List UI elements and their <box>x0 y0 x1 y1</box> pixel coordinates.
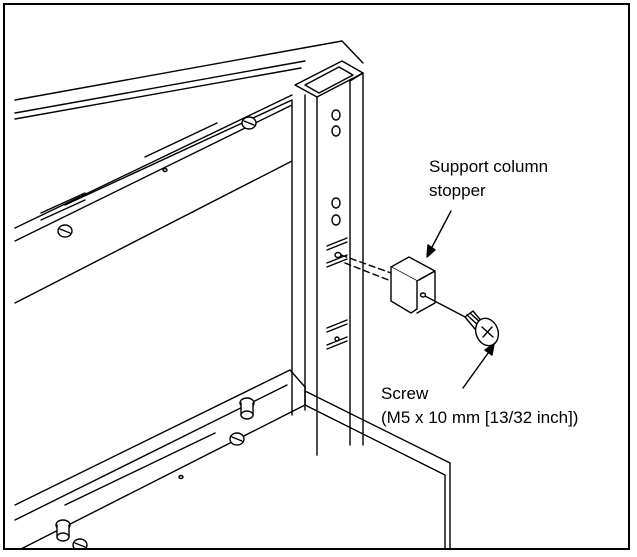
base-hole <box>178 474 184 480</box>
upper-frame-beam <box>14 40 364 304</box>
base-bolt-1 <box>239 397 255 420</box>
assembly-drawing <box>14 40 500 548</box>
stopper-guide-line <box>340 254 392 274</box>
figure-frame: Support column stopper Screw (M5 x 10 mm… <box>3 3 630 550</box>
callout-leader-screw <box>462 343 495 389</box>
base-bolt-4 <box>72 538 88 548</box>
screw-guide-line <box>424 295 468 319</box>
beam-bolt-1 <box>241 116 257 130</box>
support-column-stopper <box>390 256 436 314</box>
support-column <box>294 60 364 456</box>
base-bolt-3 <box>55 519 71 542</box>
support-column-stopper-label: Support column stopper <box>429 155 548 203</box>
base-bolt-2 <box>229 432 245 446</box>
screw <box>464 310 500 347</box>
stopper-guide-line-2 <box>344 262 392 282</box>
screw-label-line2: (M5 x 10 mm [13/32 inch]) <box>381 408 579 427</box>
beam-hole <box>162 167 168 173</box>
screw-label: Screw (M5 x 10 mm [13/32 inch]) <box>381 382 578 430</box>
support-column-stopper-label-line1: Support column <box>429 157 549 176</box>
inner-panel <box>291 94 306 416</box>
callout-leader-stopper <box>426 210 452 258</box>
screw-label-line1: Screw <box>381 384 429 403</box>
beam-bolt-2 <box>57 224 73 238</box>
support-column-stopper-label-line2: stopper <box>429 181 486 200</box>
